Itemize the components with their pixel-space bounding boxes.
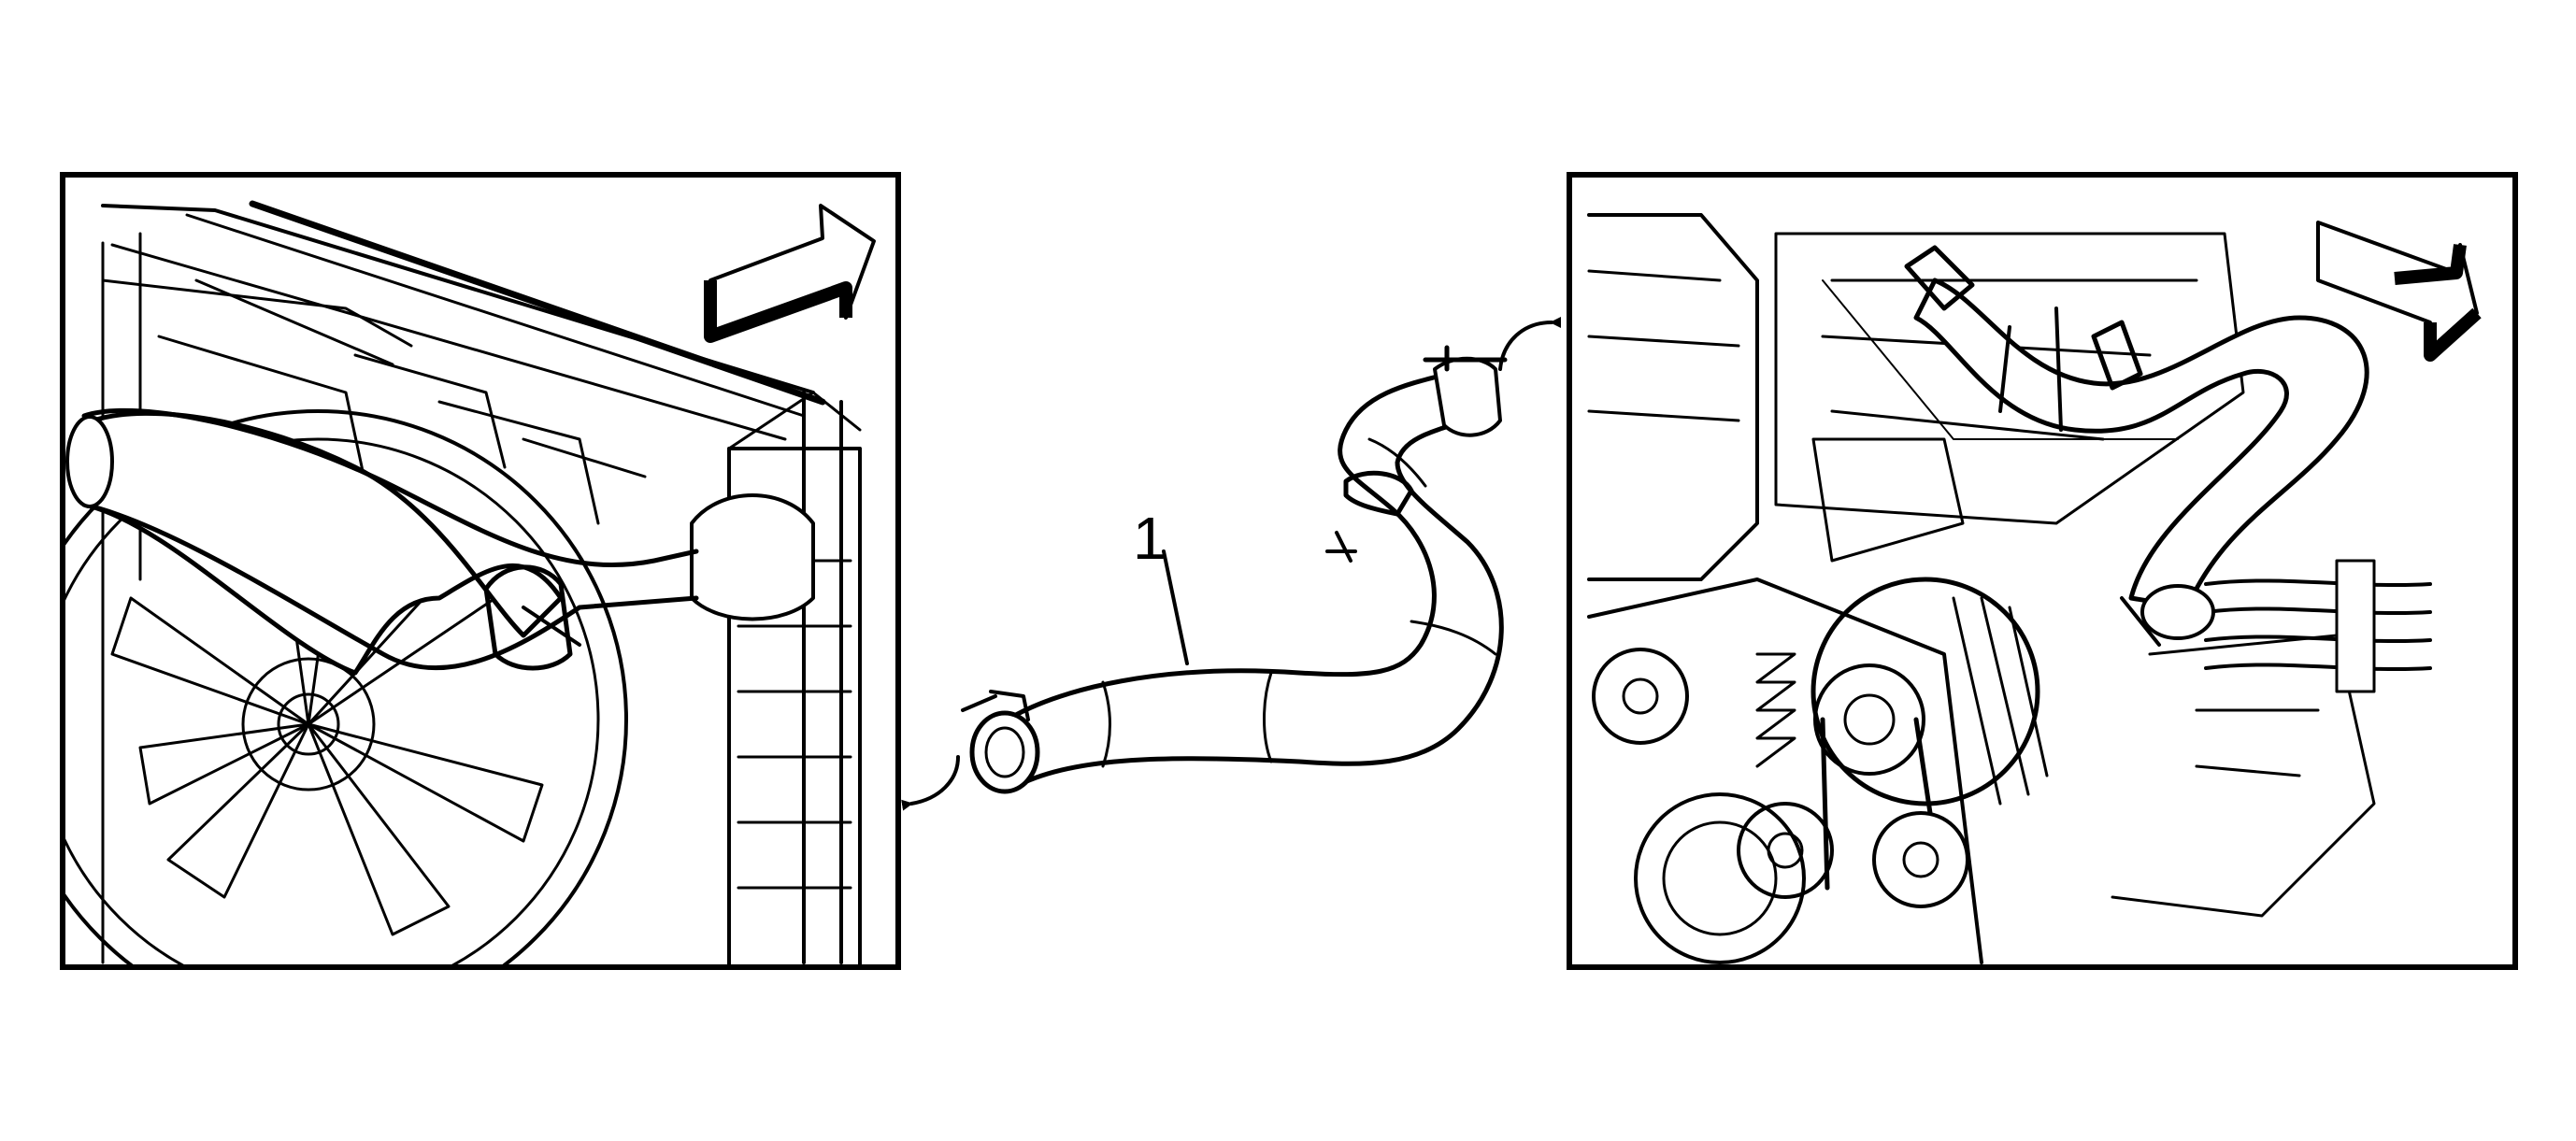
radiator-hose-part: 1: [901, 316, 1562, 811]
direction-arrow-icon: [2316, 221, 2482, 362]
curved-arrow-to-right-inset: [1498, 316, 1562, 371]
direction-arrow-icon: [704, 204, 876, 343]
engine-illustration: [1587, 213, 2432, 964]
inset-engine-view: [1567, 172, 2518, 970]
inset-radiator-view: [60, 172, 901, 970]
radiator-fan-illustration: [65, 200, 862, 964]
curved-arrow-to-left-inset: [901, 755, 960, 811]
callout-label: 1: [1133, 505, 1166, 572]
